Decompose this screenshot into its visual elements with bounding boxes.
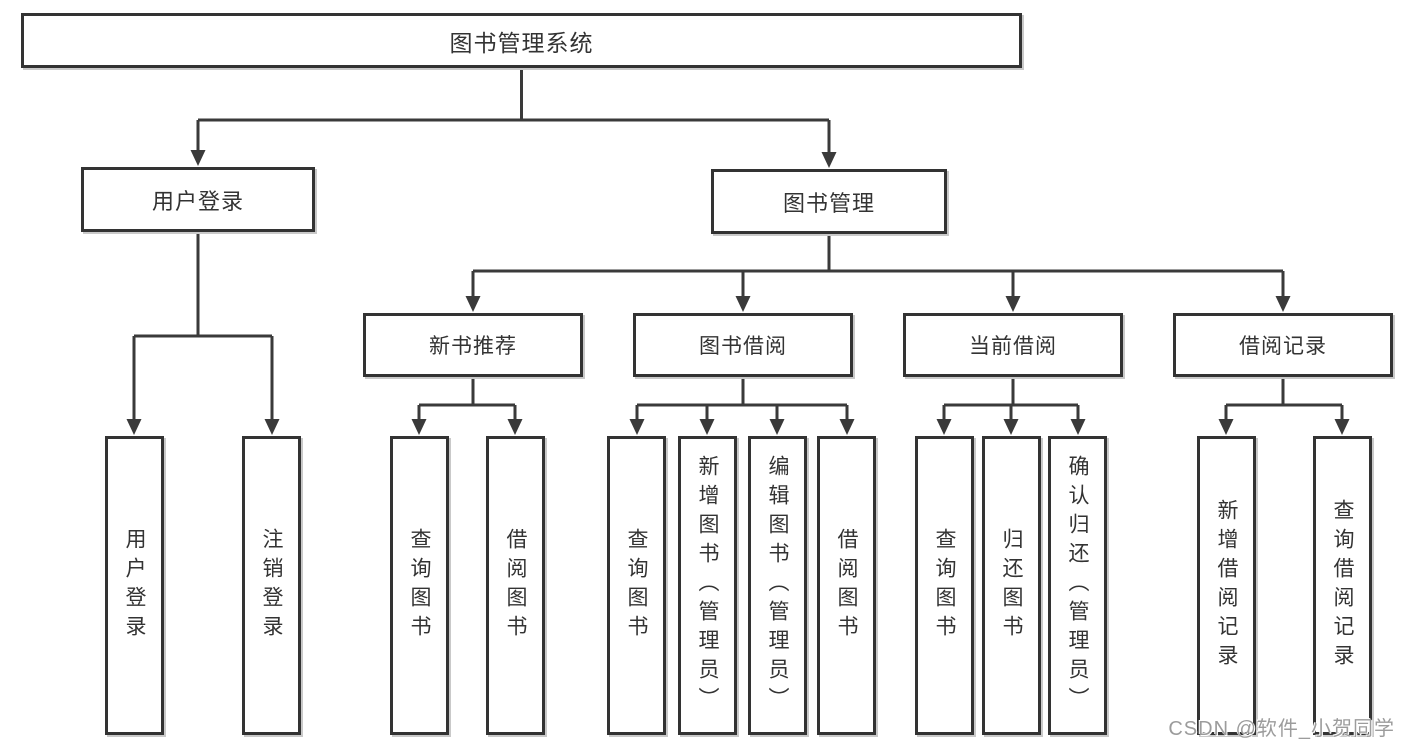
node-label: 图书管理	[782, 190, 875, 216]
node-library-system: 图书管理系统	[21, 13, 1022, 68]
node-label: 用户登录	[151, 188, 244, 214]
leaf-return-books: 归还图书	[982, 436, 1041, 735]
leaf-label: 查询图书	[933, 527, 956, 644]
leaf-label: 用户登录	[123, 527, 146, 644]
leaf-logout: 注销登录	[242, 436, 301, 735]
leaf-label: 查询图书	[408, 527, 431, 644]
leaf-borrow-books: 借阅图书	[817, 436, 876, 735]
leaf-query-books-current: 查询图书	[915, 436, 974, 735]
node-new-book-recommend: 新书推荐	[363, 313, 583, 377]
connector-lines	[132, 68, 1344, 421]
leaf-label: 编辑图书（管理员）	[766, 455, 789, 716]
leaf-query-books-borrow: 查询图书	[607, 436, 666, 735]
leaf-add-borrow-record: 新增借阅记录	[1197, 436, 1256, 735]
leaf-label: 借阅图书	[504, 527, 527, 644]
node-borrow-records: 借阅记录	[1173, 313, 1393, 377]
leaf-confirm-return-admin: 确认归还（管理员）	[1048, 436, 1107, 735]
leaf-edit-books-admin: 编辑图书（管理员）	[748, 436, 807, 735]
node-current-borrow: 当前借阅	[903, 313, 1123, 377]
leaf-label: 新增图书（管理员）	[696, 455, 719, 716]
arrowhead-icons	[126, 150, 1350, 435]
leaf-add-books-admin: 新增图书（管理员）	[678, 436, 737, 735]
node-label: 借阅记录	[1239, 335, 1327, 358]
leaf-label: 查询借阅记录	[1331, 498, 1354, 673]
leaf-query-books-recommend: 查询图书	[390, 436, 449, 735]
leaf-label: 新增借阅记录	[1215, 498, 1238, 673]
leaf-borrow-books-recommend: 借阅图书	[486, 436, 545, 735]
leaf-label: 查询图书	[625, 527, 648, 644]
leaf-label: 注销登录	[260, 527, 283, 644]
leaf-user-login: 用户登录	[105, 436, 164, 735]
csdn-watermark: CSDN @软件_小贺同学	[1168, 718, 1395, 740]
node-label: 图书借阅	[699, 335, 787, 358]
leaf-label: 借阅图书	[835, 527, 858, 644]
node-user-login: 用户登录	[81, 167, 315, 232]
leaf-label: 确认归还（管理员）	[1066, 455, 1089, 716]
node-book-management: 图书管理	[711, 169, 947, 234]
leaf-query-borrow-record: 查询借阅记录	[1313, 436, 1372, 735]
node-label: 新书推荐	[429, 335, 517, 358]
node-label: 图书管理系统	[449, 29, 594, 56]
node-label: 当前借阅	[969, 335, 1057, 358]
node-book-borrow: 图书借阅	[633, 313, 853, 377]
leaf-label: 归还图书	[1000, 527, 1023, 644]
